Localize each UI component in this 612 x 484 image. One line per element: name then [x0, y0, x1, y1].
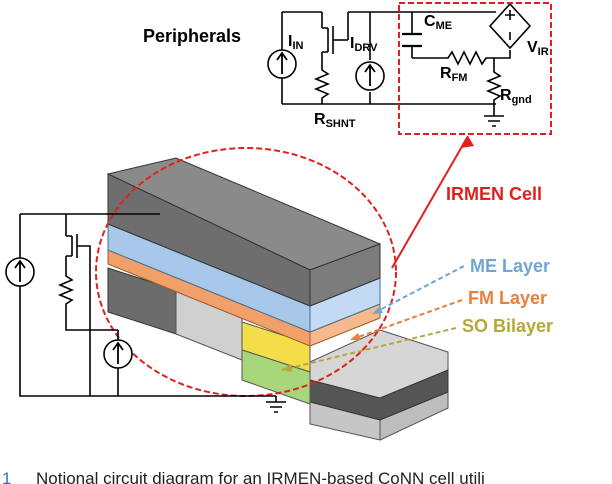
r-fm-label: RFM	[440, 65, 467, 84]
so-bilayer-label: SO Bilayer	[462, 316, 553, 336]
v-ir-label: VIR	[527, 39, 549, 58]
peripheral-circuit	[281, 11, 511, 127]
figure-number: 1	[2, 469, 11, 484]
so-bilayer-arrowhead-icon	[282, 364, 292, 372]
r-shnt-label: RSHNT	[314, 111, 356, 130]
left-current-source-icon	[5, 257, 35, 287]
i-drv-source-icon	[355, 61, 385, 91]
i-drv-label: IDRV	[350, 35, 378, 54]
connector-arrowhead-icon	[461, 136, 474, 148]
drive-current-source-icon	[103, 339, 133, 369]
irmen-cell-ellipse	[95, 147, 397, 397]
irmen-peripheral-box	[398, 2, 552, 135]
v-ir-dependent-source-icon	[488, 2, 532, 50]
so-bilayer-pointer	[281, 327, 457, 371]
r-gnd-label: Rgnd	[500, 87, 532, 106]
device-stack	[106, 157, 449, 441]
i-in-source-icon	[267, 49, 297, 79]
fm-layer-pointer	[349, 299, 463, 341]
irmen-cell-label: IRMEN Cell	[446, 184, 542, 204]
me-layer-pointer	[371, 265, 465, 315]
figure-caption: Notional circuit diagram for an IRMEN-ba…	[36, 469, 485, 484]
me-layer-arrowhead-icon	[372, 306, 383, 314]
c-me-label: CME	[424, 13, 452, 32]
box-to-cell-connector	[391, 135, 469, 269]
i-in-label: IIN	[288, 33, 304, 52]
me-layer-label: ME Layer	[470, 256, 550, 276]
peripherals-label: Peripherals	[143, 26, 241, 46]
fm-layer-arrowhead-icon	[350, 333, 361, 340]
fm-layer-label: FM Layer	[468, 288, 547, 308]
